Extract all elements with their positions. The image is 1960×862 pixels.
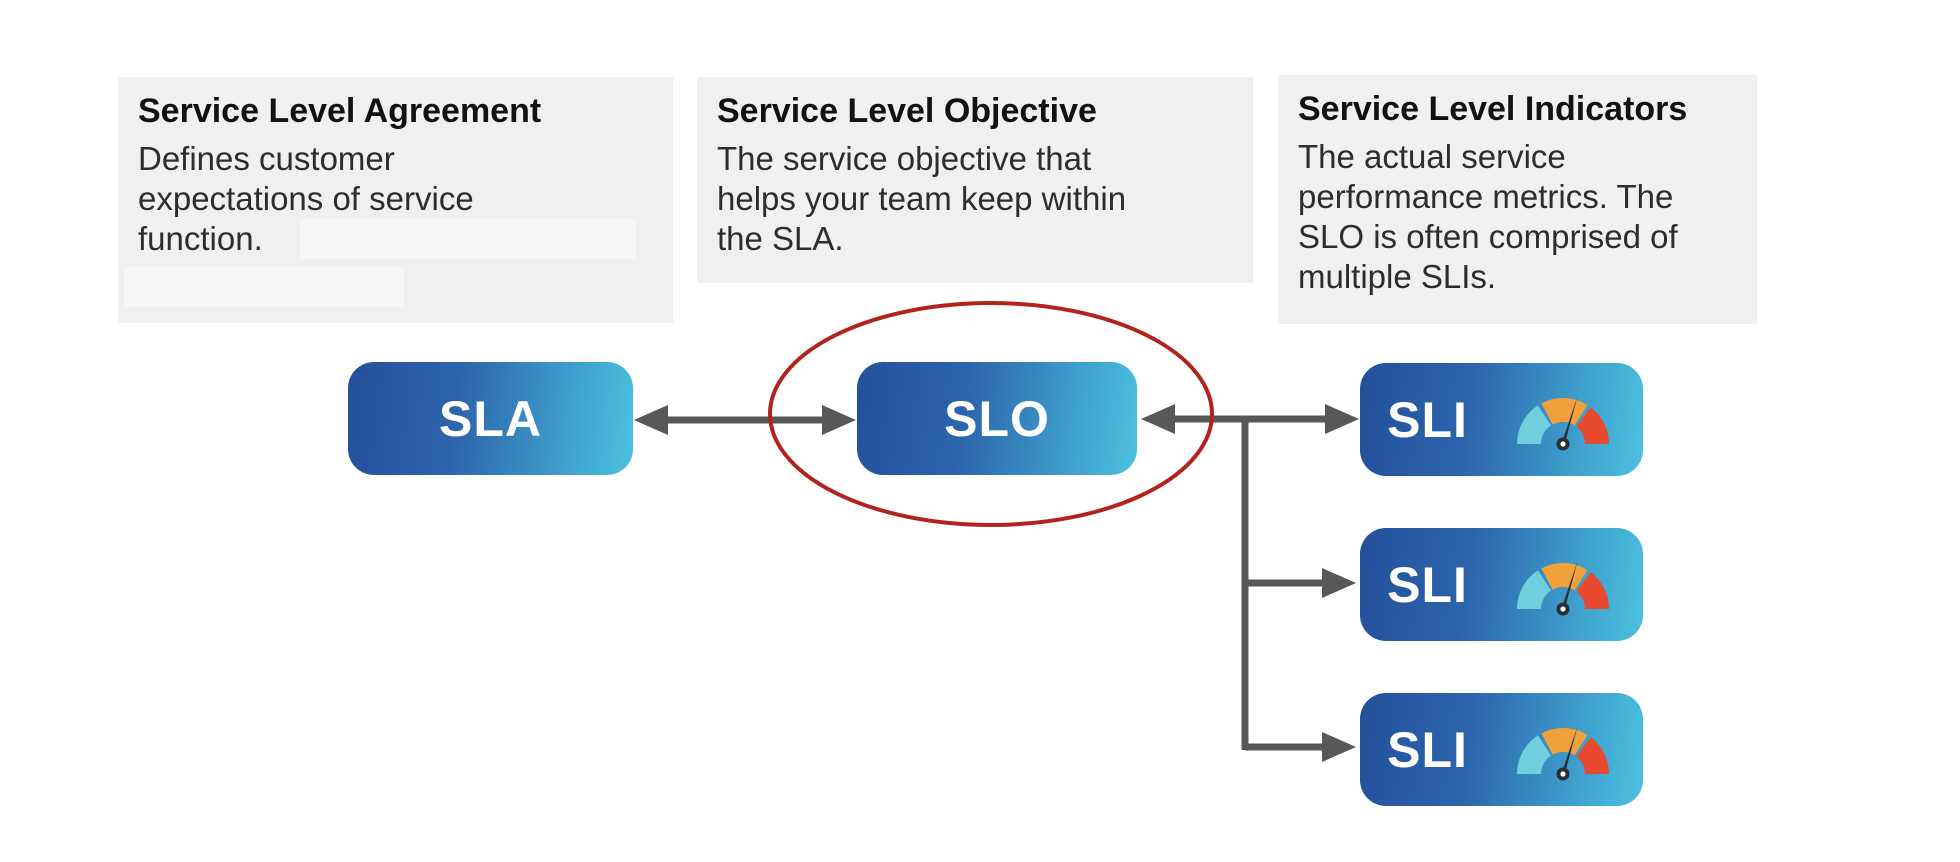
node-label: SLI <box>1387 721 1468 778</box>
gauge-icon <box>1516 725 1609 780</box>
gauge-icon <box>1516 395 1609 450</box>
card-body-line: expectations of service <box>138 180 474 217</box>
node-sli-1: SLI <box>1360 363 1643 476</box>
card-body-line: the SLA. <box>717 220 844 257</box>
node-label: SLI <box>1387 391 1468 448</box>
card-title: Service Level Indicators <box>1298 90 1688 128</box>
slo-sli-arrow <box>1141 404 1359 434</box>
redacted-text-block <box>124 267 404 306</box>
card-body-line: The actual service <box>1298 138 1566 175</box>
node-sla: SLA <box>348 362 633 475</box>
card-body-line: function. <box>138 220 263 257</box>
card-body-line: multiple SLIs. <box>1298 258 1497 295</box>
node-sli-3: SLI <box>1360 693 1643 806</box>
card-sli-definition: Service Level Indicators The actual serv… <box>1278 75 1757 324</box>
card-title: Service Level Agreement <box>138 92 542 130</box>
card-body-line: helps your team keep within <box>717 180 1127 217</box>
node-label: SLI <box>1387 556 1468 613</box>
card-body-line: Defines customer <box>138 140 395 177</box>
sli-branch-arrow-3 <box>1245 732 1356 762</box>
card-body-line: SLO is often comprised of <box>1298 218 1678 255</box>
card-body-line: performance metrics. The <box>1298 178 1674 215</box>
sla-slo-arrow <box>634 405 856 435</box>
node-label: SLO <box>944 390 1050 447</box>
sli-branch-arrow-2 <box>1245 568 1356 598</box>
node-label: SLA <box>439 390 542 447</box>
gauge-icon <box>1516 560 1609 615</box>
card-sla-definition: Service Level Agreement Defines customer… <box>118 77 673 323</box>
node-slo: SLO <box>857 362 1137 475</box>
card-slo-definition: Service Level Objective The service obje… <box>697 77 1253 283</box>
card-body-line: The service objective that <box>717 140 1092 177</box>
redacted-text-block <box>300 219 636 258</box>
card-title: Service Level Objective <box>717 92 1097 130</box>
node-sli-2: SLI <box>1360 528 1643 641</box>
